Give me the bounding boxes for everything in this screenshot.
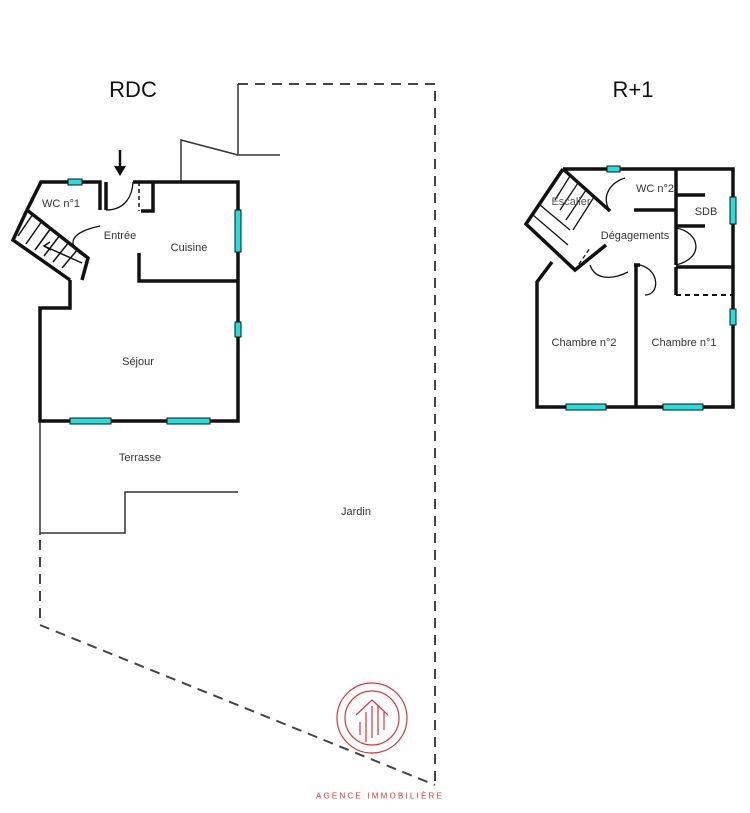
room-label-chambre2: Chambre n°2 — [551, 337, 617, 349]
agency-name: AGENCE IMMOBILIÈRE — [315, 791, 445, 801]
garden-boundary — [39, 83, 436, 786]
room-label-entree: Entrée — [103, 230, 137, 242]
room-label-escalier: Escalier — [551, 196, 591, 208]
room-label-degagements: Dégagements — [600, 230, 670, 242]
upper-floor-title: R+1 — [612, 77, 654, 102]
upper-door-arcs — [589, 177, 697, 296]
room-label-sdb: SDB — [694, 206, 718, 218]
upper-stairs — [532, 175, 595, 271]
wc-door-arc — [72, 225, 101, 259]
room-label-wc1: WC n°1 — [41, 198, 81, 210]
entry-door-arc — [105, 181, 134, 211]
ground-floor-title: RDC — [109, 77, 157, 102]
entry-arrow-icon — [114, 150, 126, 176]
room-label-jardin: Jardin — [341, 506, 371, 518]
room-label-sejour: Séjour — [122, 356, 154, 368]
ground-windows — [67, 178, 242, 425]
upper-floor-walls — [523, 167, 735, 409]
room-label-cuisine: Cuisine — [170, 242, 208, 254]
ground-stairs — [17, 213, 83, 269]
garden-fences — [39, 84, 280, 535]
upper-windows — [565, 165, 737, 411]
room-label-chambre1: Chambre n°1 — [651, 337, 717, 349]
ground-floor-walls — [10, 180, 240, 423]
agency-logo — [336, 682, 408, 754]
room-label-wc2: WC n°2 — [635, 183, 675, 195]
room-label-terrasse: Terrasse — [118, 452, 162, 464]
